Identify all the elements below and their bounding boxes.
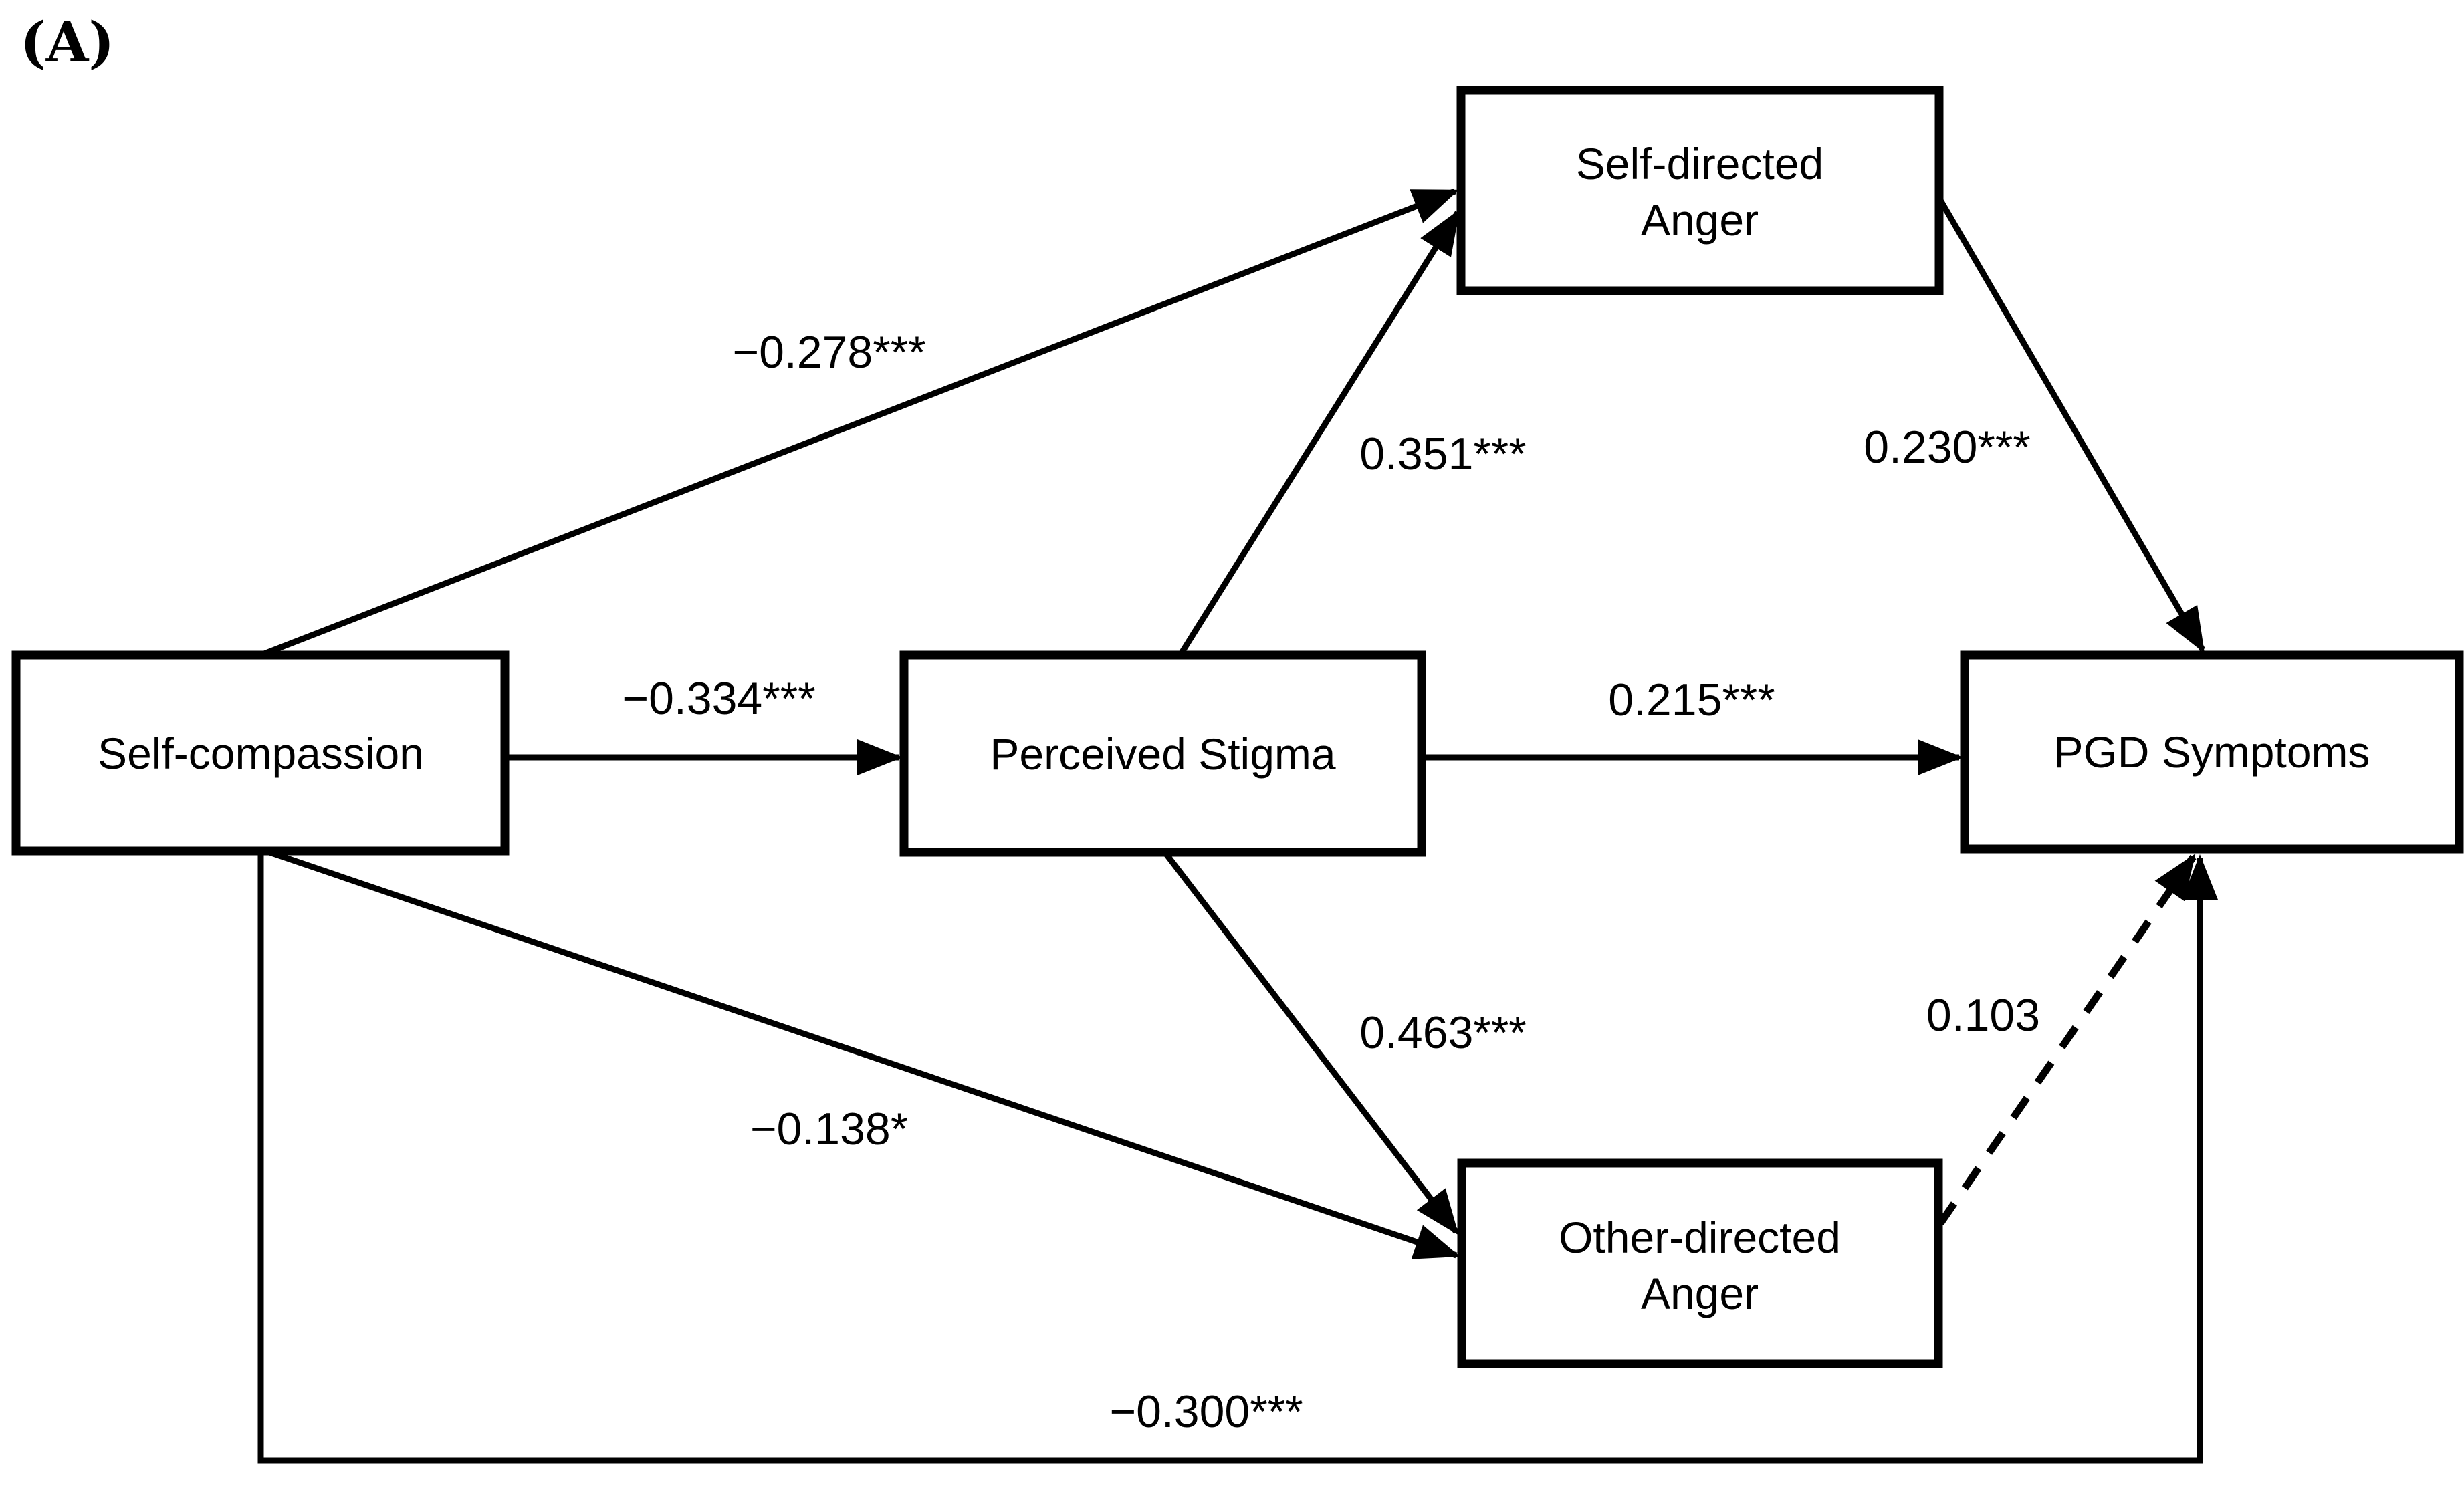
coefficient-label: 0.230***	[1864, 422, 2031, 473]
coefficient-label: 0.103	[1926, 990, 2040, 1041]
node-label: Perceived Stigma	[990, 729, 1336, 779]
path-selfcompassion-to-otherdirectedanger: −0.138*	[264, 848, 1460, 1259]
node-self-directed-anger: Self-directed Anger	[1456, 86, 1944, 295]
path-perceivedstigma-to-selfdirectedanger: 0.351***	[1178, 209, 1527, 657]
node-pgd-symptoms: PGD Symptoms	[1960, 650, 2464, 854]
coefficient-label: −0.138*	[750, 1104, 908, 1154]
path-perceivedstigma-to-pgdsymptoms: 0.215***	[1422, 674, 1963, 775]
coefficient-label: −0.300***	[1109, 1386, 1303, 1437]
coefficient-label: 0.215***	[1608, 674, 1775, 725]
path-selfcompassion-to-selfdirectedanger: −0.278***	[259, 188, 1459, 658]
node-label: Anger	[1641, 1269, 1759, 1318]
node-label: PGD Symptoms	[2053, 727, 2370, 777]
coefficient-label: −0.334***	[622, 673, 815, 724]
node-other-directed-anger: Other-directed Anger	[1457, 1158, 1943, 1368]
panel-label: (A)	[20, 11, 114, 75]
node-label: Self-directed	[1576, 139, 1824, 189]
node-label: Other-directed	[1559, 1213, 1841, 1262]
path-selfcompassion-to-perceivedstigma: −0.334***	[505, 673, 903, 775]
node-label: Self-compassion	[98, 729, 424, 778]
node-label: Anger	[1641, 195, 1759, 245]
node-self-compassion: Self-compassion	[11, 650, 510, 856]
path-perceivedstigma-to-otherdirectedanger: 0.463***	[1162, 850, 1527, 1235]
coefficient-label: −0.278***	[732, 327, 925, 378]
path-selfdirectedanger-to-pgdsymptoms: 0.230***	[1864, 196, 2205, 654]
coefficient-label: 0.463***	[1359, 1007, 1527, 1058]
coefficient-label: 0.351***	[1359, 428, 1527, 479]
node-perceived-stigma: Perceived Stigma	[899, 650, 1426, 857]
path-selfcompassion-to-pgdsymptoms-direct: −0.300***	[257, 851, 2218, 1464]
path-otherdirectedanger-to-pgdsymptoms-dashed: 0.103	[1926, 854, 2197, 1226]
